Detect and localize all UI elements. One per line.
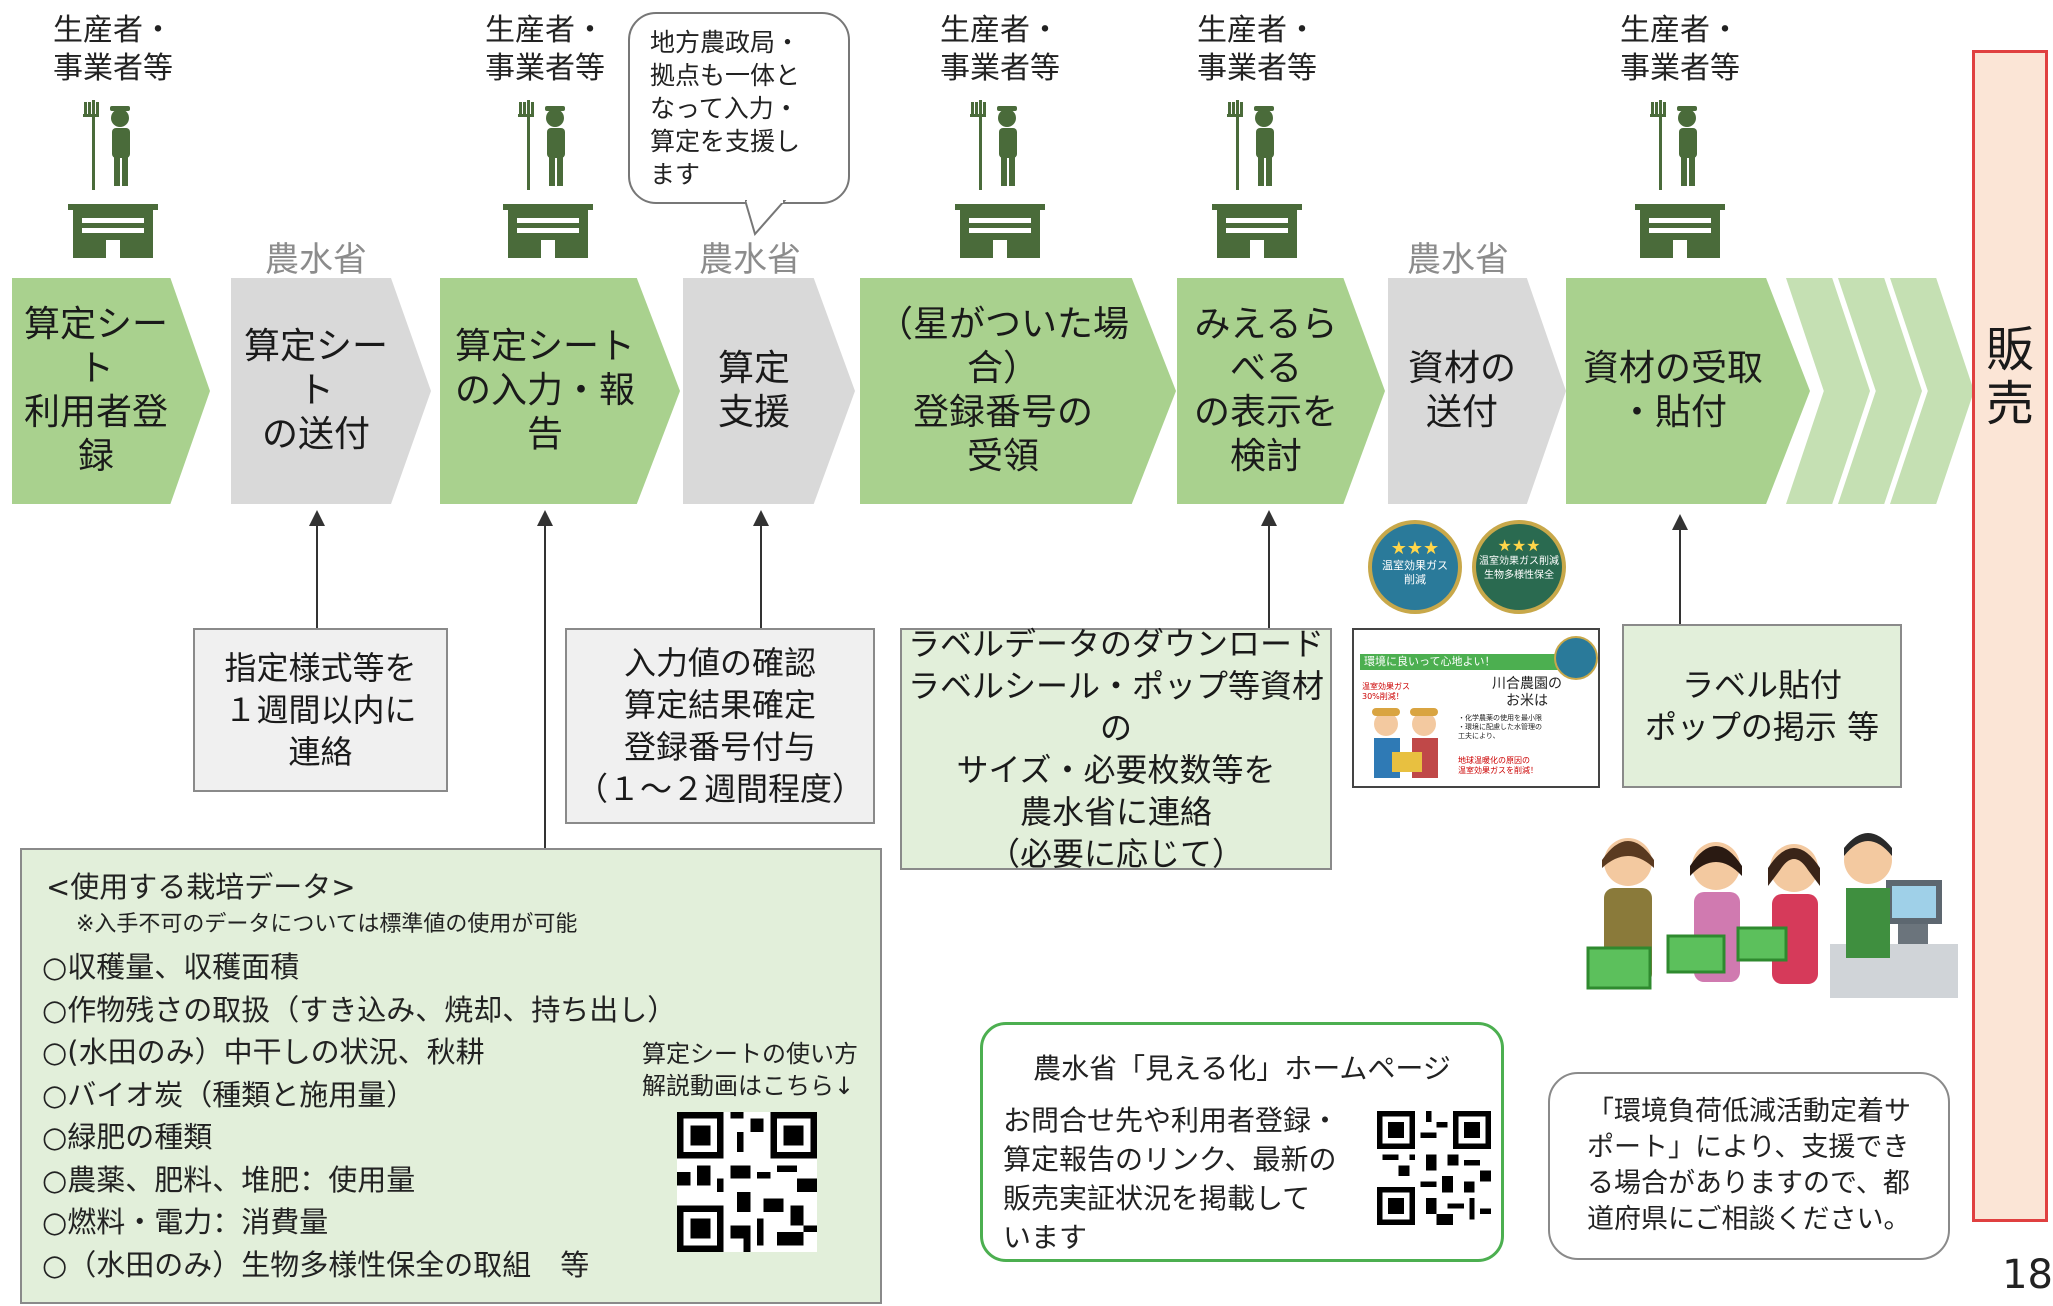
poster-footer: 地球温暖化の原因の 温室効果ガスを削減！	[1458, 756, 1538, 775]
step-receive-number: （星がついた場合） 登録番号の 受領	[860, 278, 1176, 504]
maff-homepage-box: 農水省「見える化」ホームページ お問合せ先や利用者登録・ 算定報告のリンク、最新…	[980, 1022, 1504, 1262]
badge-ghg-stars: ★★★	[1390, 538, 1440, 559]
note-attach: ラベル貼付 ポップの掲示 等	[1622, 624, 1902, 788]
arrow-head-4	[1261, 510, 1277, 526]
arrow-head-2	[537, 510, 553, 526]
shoppers-illustration	[1586, 833, 1958, 998]
crop-data-title: <使用する栽培データ>	[46, 870, 356, 904]
sale-label: 販 売	[1985, 322, 2034, 432]
crop-item: ○緑肥の種類	[42, 1120, 213, 1154]
crop-item: ○作物残さの取扱（すき込み、焼却、持ち出し）	[42, 992, 677, 1027]
step-consider-label-label: みえるらべる の表示を 検討	[1193, 304, 1338, 477]
farmer-building-icon-1	[68, 100, 158, 258]
badge-ghg-text: 温室効果ガス 削減	[1382, 559, 1448, 586]
badge-biodiversity-stars: ★★★	[1497, 536, 1541, 555]
arrow-line-2	[544, 524, 546, 848]
step-registration-label: 算定シート 利用者登録	[23, 304, 168, 477]
actor-label-producer-3: 生産者・ 事業者等	[940, 13, 1060, 86]
video-label: 算定シートの使い方 解説動画はこちら↓	[642, 1040, 858, 1100]
badge-ghg: ★★★ 温室効果ガス 削減	[1368, 520, 1462, 614]
step-calc-support-label: 算定 支援	[717, 348, 790, 433]
badge-ghg-biodiversity: ★★★ 温室効果ガス削減 生物多様性保全	[1472, 520, 1566, 614]
crop-data-note: ※入手不可のデータについては標準値の使用が可能	[76, 912, 578, 937]
farmer-building-icon-4	[1212, 100, 1302, 258]
maff-homepage-title: 農水省「見える化」ホームページ	[1033, 1052, 1451, 1085]
step-send-sheet: 算定シート の送付	[231, 278, 431, 504]
crop-item: ○燃料・電力：消費量	[42, 1205, 329, 1239]
arrow-line-1	[316, 524, 318, 628]
speech-bubble-tail	[745, 200, 787, 236]
step-registration: 算定シート 利用者登録	[12, 278, 210, 504]
label-poster: 環境に良いって心地よい！ 温室効果ガス 30%削減！ 川合農園の お米は ・化学…	[1352, 628, 1600, 788]
crop-item: ○（水田のみ）生物多様性保全の取組 等	[42, 1247, 590, 1282]
speech-bubble: 地方農政局・ 拠点も一体と なって入力・ 算定を支援し ます	[628, 12, 850, 204]
farmers-illustration	[1372, 708, 1438, 778]
actor-label-producer-2: 生産者・ 事業者等	[485, 13, 605, 86]
farmer-building-icon-5	[1635, 100, 1725, 258]
actor-label-producer-1: 生産者・ 事業者等	[53, 13, 173, 86]
maff-homepage-text: お問合せ先や利用者登録・ 算定報告のリンク、最新の 販売実証状況を掲載して いま…	[1003, 1104, 1340, 1254]
homepage-qr-code[interactable]	[1377, 1111, 1491, 1225]
arrow-head-3	[753, 510, 769, 526]
poster-farm: 川合農園の お米は	[1492, 676, 1562, 709]
crop-data-list: ○収穫量、収穫面積 ○作物残さの取扱（すき込み、焼却、持ち出し） ○(水田のみ）…	[42, 946, 676, 1286]
actor-label-producer-5: 生産者・ 事業者等	[1620, 13, 1740, 86]
agency-label-1: 農水省	[265, 240, 367, 280]
crop-item: ○収穫量、収穫面積	[42, 950, 300, 984]
step-calc-support: 算定 支援	[683, 278, 855, 504]
page-number: 18	[2002, 1252, 2053, 1298]
arrow-head-1	[309, 510, 325, 526]
actor-label-producer-4: 生産者・ 事業者等	[1197, 13, 1317, 86]
farmer-building-icon-2	[503, 100, 593, 258]
arrow-line-3	[760, 524, 762, 628]
agency-label-2: 農水省	[699, 240, 801, 280]
step-input-report: 算定シート の入力・報告	[440, 278, 680, 504]
arrow-line-5	[1679, 528, 1681, 624]
crop-item: ○農薬、肥料、堆肥：使用量	[42, 1162, 416, 1197]
note-contact: 指定様式等を １週間以内に 連絡	[193, 628, 448, 792]
poster-bullets: ・化学農薬の使用を最小限 ・環境に配慮した水管理の 工夫により、	[1458, 714, 1542, 740]
step-send-materials: 資材の 送付	[1388, 278, 1566, 504]
farmer-building-icon-3	[955, 100, 1045, 258]
crop-data-box: <使用する栽培データ> ※入手不可のデータについては標準値の使用が可能 ○収穫量…	[20, 848, 882, 1304]
agency-label-3: 農水省	[1407, 240, 1509, 280]
video-qr-code[interactable]	[677, 1112, 817, 1252]
step-send-materials-label: 資材の 送付	[1407, 348, 1516, 433]
step-receive-number-label: （星がついた場合） 登録番号の 受領	[876, 304, 1129, 477]
arrow-line-4	[1268, 524, 1270, 628]
poster-badge-icon	[1554, 636, 1598, 680]
sale-box: 販 売	[1972, 50, 2048, 1222]
badge-biodiversity-text: 温室効果ガス削減 生物多様性保全	[1479, 556, 1559, 581]
step-receive-attach: 資材の受取 ・貼付	[1566, 278, 1810, 504]
step-send-sheet-label: 算定シート の送付	[243, 326, 388, 455]
support-note: 「環境負荷低減活動定着サ ポート」により、支援でき る場合がありますので、都 道…	[1548, 1072, 1950, 1260]
crop-item: ○バイオ炭（種類と施用量）	[42, 1077, 416, 1112]
poster-header: 環境に良いって心地よい！	[1360, 654, 1564, 670]
step-receive-attach-label: 資材の受取 ・貼付	[1582, 348, 1763, 433]
poster-tag: 温室効果ガス 30%削減！	[1362, 682, 1410, 701]
note-confirm: 入力値の確認 算定結果確定 登録番号付与 （１～２週間程度）	[565, 628, 875, 824]
crop-item: ○(水田のみ）中干しの状況、秋耕	[42, 1035, 485, 1069]
step-input-report-label: 算定シート の入力・報告	[454, 326, 635, 455]
arrow-head-5	[1672, 514, 1688, 530]
note-label-data: ラベルデータのダウンロード ラベルシール・ポップ等資材の サイズ・必要枚数等を …	[900, 625, 1332, 873]
step-consider-label: みえるらべる の表示を 検討	[1177, 278, 1385, 504]
